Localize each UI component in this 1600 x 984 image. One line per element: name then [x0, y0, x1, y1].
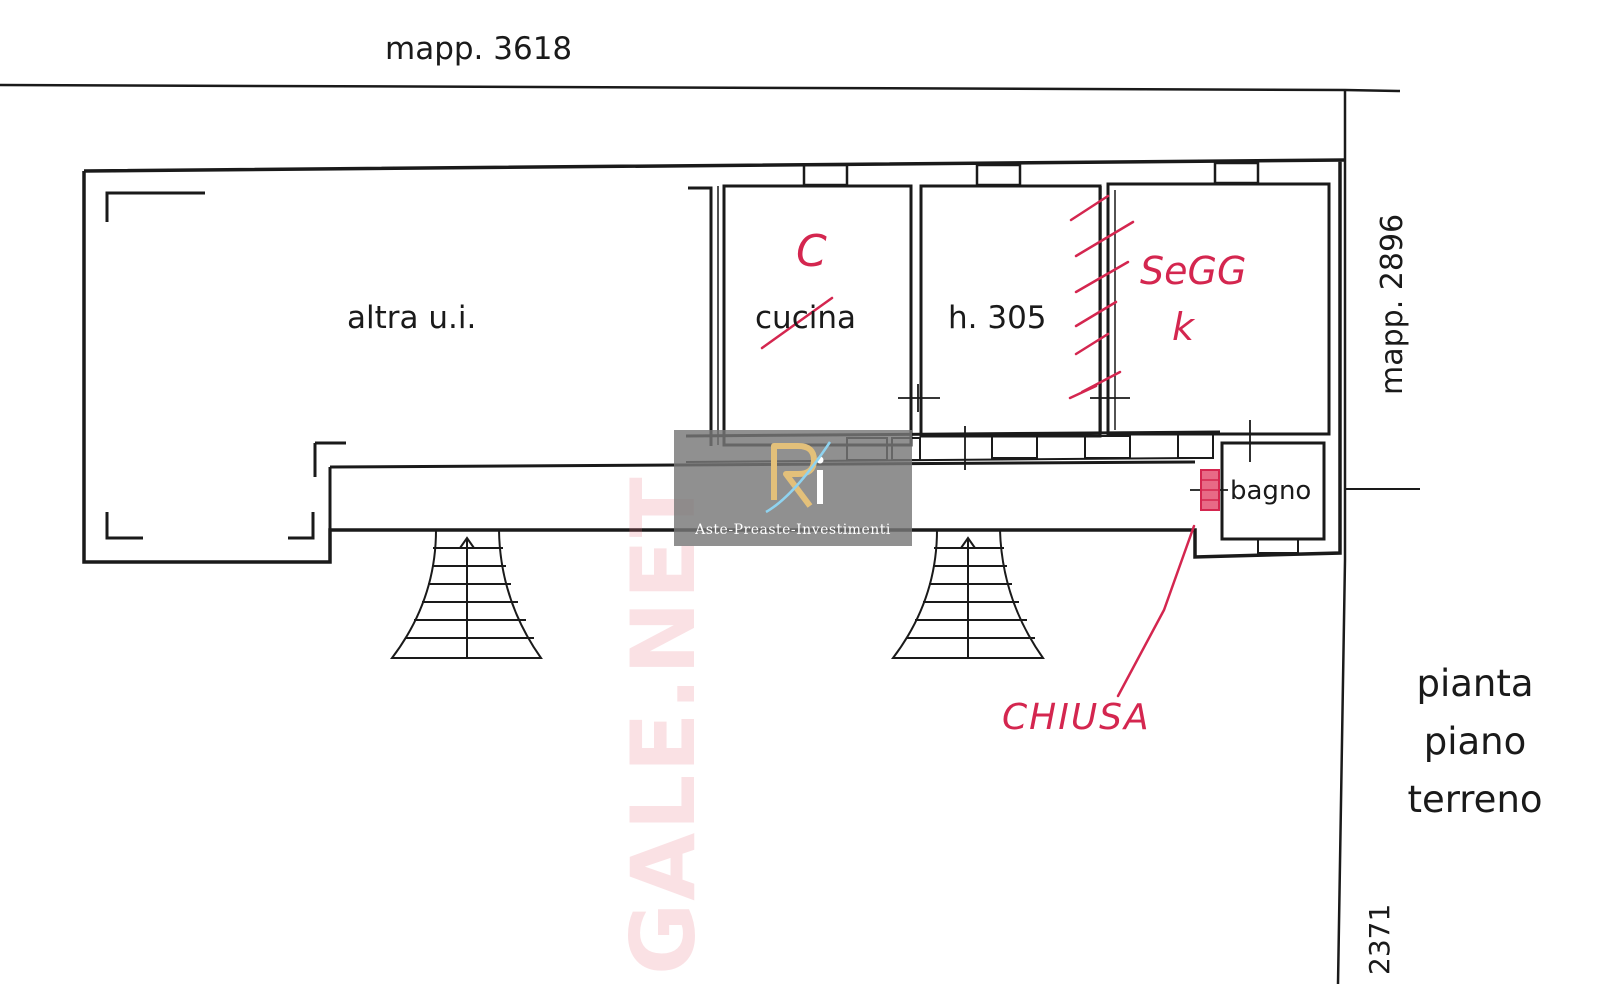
plan-title-line: terreno [1407, 778, 1543, 821]
plan-title: pianta piano terreno [1380, 655, 1570, 829]
plan-title-line: pianta [1416, 662, 1534, 705]
chiusa-pointer [1116, 524, 1196, 698]
hatch-wall [1068, 194, 1135, 400]
annotation-k: k [1172, 305, 1195, 349]
room-label-bathroom: bagno [1230, 476, 1312, 506]
staircase-right [890, 529, 1045, 659]
strike-cucina [760, 296, 834, 350]
annotation-c: C [796, 226, 827, 277]
boundary-north [0, 83, 1401, 93]
plan-title-line: piano [1423, 720, 1527, 763]
room-label-height: h. 305 [948, 300, 1047, 336]
parcel-label-south-east: 2371 [1363, 903, 1396, 975]
annotation-segg: SeGG [1140, 249, 1247, 293]
watermark: GALE.NET [612, 475, 715, 975]
room-label-other-unit: altra u.i. [347, 300, 477, 336]
room-label-kitchen: cucina [755, 300, 856, 336]
annotation-chiusa: CHIUSA [1002, 697, 1151, 738]
logo-text: Aste-Preaste-Investimenti [695, 522, 891, 538]
room-right [1106, 182, 1331, 436]
parcel-label-east: mapp. 2896 [1375, 213, 1410, 395]
parcel-label-north: mapp. 3618 [385, 31, 573, 67]
staircase-left [389, 529, 543, 659]
boundary-east [1336, 90, 1347, 984]
logo-icon [765, 441, 832, 514]
